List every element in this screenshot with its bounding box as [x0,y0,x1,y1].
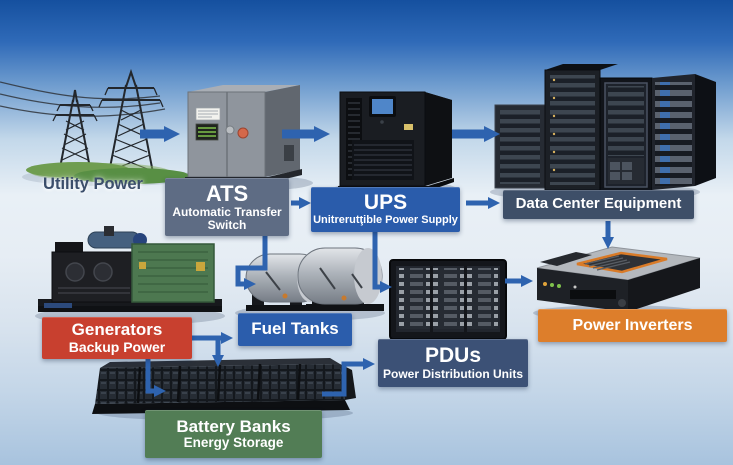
ats-title: ATS [205,181,249,207]
ups-title: UPS [363,191,408,215]
pdus-subtitle: Power Distribution Units [382,366,523,381]
transmission-towers-illustration [0,68,198,186]
battery-banks-subtitle: Energy Storage [183,434,284,450]
power-inverters-title: Power Inverters [572,316,693,334]
ats-subtitle: Automatic Transfer Switch [172,204,282,232]
utility-power-caption: Utility Power [43,175,143,193]
ats-label: ATS Automatic Transfer Switch [165,178,289,236]
pdus-title: PDUs [424,344,482,368]
data-center-equipment-title: Data Center Equipment [515,195,682,213]
data-center-equipment-label: Data Center Equipment [503,190,694,219]
power-inverters-label: Power Inverters [538,309,727,342]
battery-banks-title: Battery Banks [176,416,291,436]
generators-label: Generators Backup Power [42,317,192,359]
arrow-generators-to-batteries [145,359,166,397]
fuel-tanks-label: Fuel Tanks [238,313,352,346]
pdus-label: PDUs Power Distribution Units [378,339,528,387]
fuel-tanks-title: Fuel Tanks [251,319,339,339]
arrow-ats-to-fuel-tanks [235,236,268,290]
arrow-ups-to-pdus [372,232,392,293]
fuel-tanks-illustration [235,247,385,321]
pdu-panel-illustration [388,259,512,350]
battery-banks-label: Battery Banks Energy Storage [145,410,322,458]
server-racks-illustration [490,64,716,201]
arrow-batteries-to-pdus [322,358,375,397]
generator-illustration [35,226,225,325]
ups-label: UPS Unitrerutţible Power Supply [311,187,460,232]
ups-subtitle: Unitrerutţible Power Supply [313,213,458,226]
generators-subtitle: Backup Power [68,338,166,355]
ups-tower-illustration [333,91,457,197]
generators-title: Generators [71,320,163,340]
flow-arrows [140,126,614,397]
